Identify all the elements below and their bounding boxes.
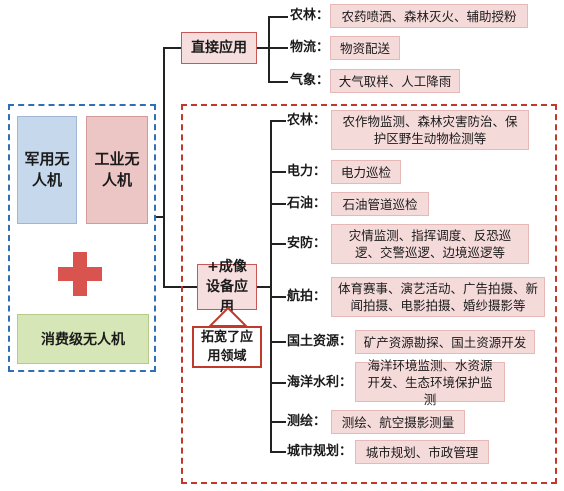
imaging-category-urban: 城市规划： bbox=[287, 444, 353, 459]
connector bbox=[270, 451, 286, 453]
connector bbox=[257, 286, 271, 288]
direct-leaf-logistics: 物资配送 bbox=[330, 36, 400, 60]
broadened-application-callout: 拓宽了应用领域 bbox=[192, 326, 262, 368]
imaging-leaf-agriculture: 农作物监测、森林灾害防治、保护区野生动物检测等 bbox=[331, 110, 529, 150]
connector bbox=[270, 296, 286, 298]
imaging-category-survey: 测绘： bbox=[287, 414, 327, 429]
imaging-leaf-security: 灾情监测、指挥调度、反恐巡逻、交警巡逻、边境巡逻等 bbox=[331, 224, 529, 264]
industrial-uav-box: 工业无人机 bbox=[86, 116, 148, 224]
connector bbox=[163, 47, 181, 49]
imaging-application-hub: +成像设备应用 bbox=[197, 259, 257, 315]
military-uav-label: 军用无人机 bbox=[24, 150, 70, 189]
direct-category-logistics: 物流： bbox=[290, 40, 330, 55]
plus-icon bbox=[58, 252, 102, 296]
imaging-leaf-urban: 城市规划、市政管理 bbox=[355, 440, 489, 464]
connector bbox=[270, 341, 286, 343]
connector bbox=[257, 47, 269, 49]
imaging-category-oil: 石油： bbox=[287, 196, 327, 211]
imaging-leaf-power: 电力巡检 bbox=[331, 160, 401, 184]
imaging-application-group bbox=[181, 104, 557, 484]
direct-leaf-agriculture: 农药喷洒、森林灭火、辅助授粉 bbox=[330, 4, 528, 28]
imaging-leaf-ocean: 海洋环境监测、水资源开发、生态环境保护监测 bbox=[355, 358, 505, 407]
connector bbox=[268, 81, 288, 83]
imaging-category-agriculture: 农林： bbox=[287, 113, 327, 128]
imaging-category-aerial: 航拍： bbox=[287, 289, 327, 304]
connector bbox=[270, 382, 286, 384]
imaging-leaf-oil: 石油管道巡检 bbox=[331, 192, 429, 216]
connector bbox=[270, 203, 286, 205]
direct-application-hub: 直接应用 bbox=[181, 32, 257, 64]
consumer-uav-box: 消费级无人机 bbox=[17, 314, 149, 364]
connector bbox=[268, 16, 270, 82]
direct-category-weather: 气象： bbox=[290, 73, 330, 88]
direct-application-label: 直接应用 bbox=[191, 40, 247, 56]
imaging-leaf-survey: 测绘、航空摄影测量 bbox=[331, 410, 465, 434]
imaging-category-land: 国土资源： bbox=[287, 334, 353, 349]
direct-leaf-weather: 大气取样、人工降雨 bbox=[330, 69, 460, 93]
military-uav-box: 军用无人机 bbox=[17, 116, 77, 224]
direct-category-agriculture: 农林： bbox=[290, 8, 330, 23]
connector bbox=[156, 216, 164, 218]
connector bbox=[270, 421, 286, 423]
connector bbox=[163, 47, 165, 287]
imaging-leaf-land: 矿产资源勘探、国土资源开发 bbox=[355, 330, 535, 354]
broadened-application-label: 拓宽了应用领域 bbox=[200, 330, 253, 364]
connector bbox=[163, 286, 197, 288]
connector bbox=[270, 243, 286, 245]
imaging-category-security: 安防： bbox=[287, 236, 327, 251]
connector bbox=[270, 120, 272, 451]
imaging-category-power: 电力： bbox=[287, 164, 327, 179]
connector bbox=[270, 120, 286, 122]
uav-types-group bbox=[8, 104, 156, 372]
consumer-uav-label: 消费级无人机 bbox=[41, 332, 125, 348]
connector bbox=[268, 16, 288, 18]
imaging-category-ocean: 海洋水利： bbox=[287, 375, 353, 390]
industrial-uav-label: 工业无人机 bbox=[94, 150, 140, 189]
connector bbox=[268, 47, 288, 49]
connector bbox=[270, 171, 286, 173]
imaging-leaf-aerial: 体育赛事、演艺活动、广告拍摄、新闻拍摄、电影拍摄、婚纱摄影等 bbox=[331, 277, 545, 317]
